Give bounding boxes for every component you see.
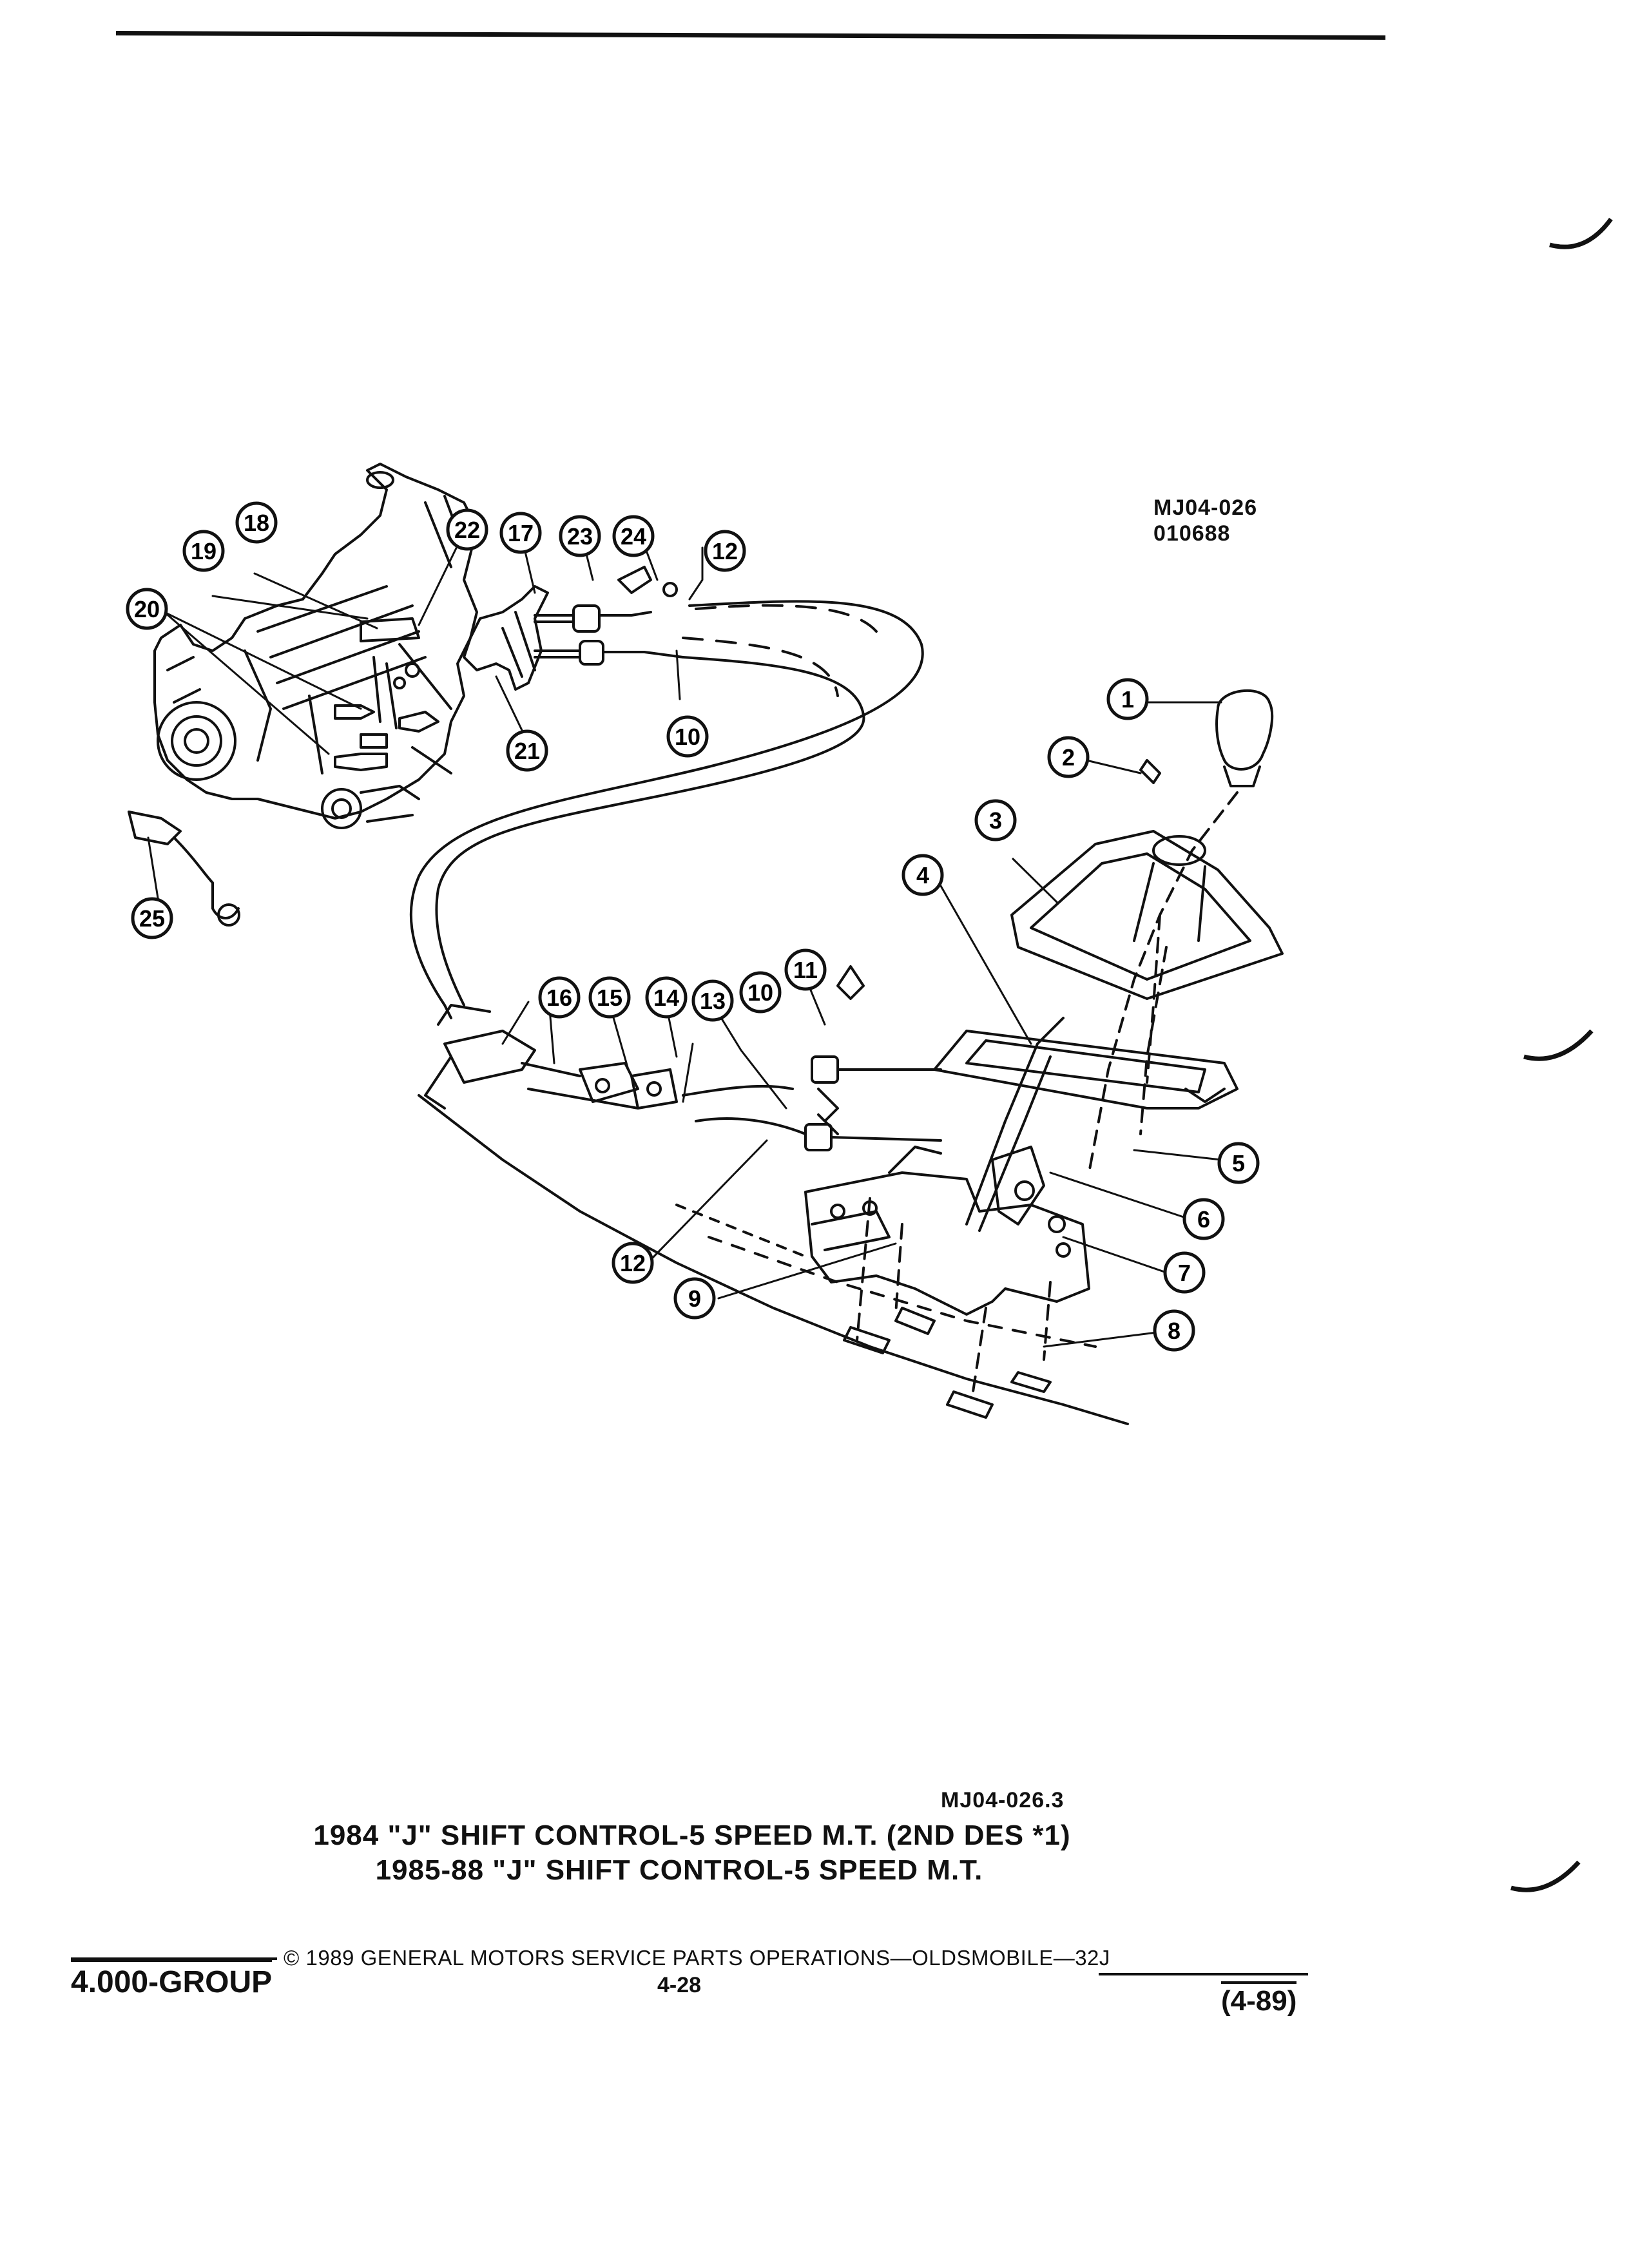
- callout-leaders: [147, 527, 1222, 1348]
- callout-12: 12: [704, 530, 746, 572]
- harness-connector: [128, 811, 240, 927]
- callout-label: 17: [508, 520, 534, 546]
- callout-label: 22: [454, 517, 480, 543]
- callout-4: 4: [901, 854, 944, 896]
- callout-label: 11: [793, 957, 818, 983]
- callout-16: 16: [538, 976, 581, 1019]
- shifter-base: [804, 1017, 1090, 1316]
- callout-label: 12: [620, 1250, 646, 1276]
- caption-code: MJ04-026.3: [941, 1788, 1065, 1812]
- callout-11: 11: [784, 948, 827, 991]
- callout-label: 14: [653, 985, 679, 1011]
- caption-line-2: 1985-88 "J" SHIFT CONTROL-5 SPEED M.T.: [375, 1854, 983, 1886]
- shift-boot: [1010, 830, 1284, 1000]
- upper-cable-ends: [534, 566, 684, 666]
- callout-20: 20: [126, 588, 168, 630]
- callout-label: 25: [139, 905, 165, 932]
- callout-21: 21: [506, 729, 548, 772]
- callout-17: 17: [499, 512, 542, 554]
- transmission-assembly: [153, 463, 478, 829]
- callout-10: 10: [739, 971, 782, 1014]
- callout-9: 9: [673, 1277, 716, 1320]
- callout-22: 22: [446, 508, 488, 551]
- callout-23: 23: [559, 515, 601, 557]
- callout-label: 1: [1121, 686, 1134, 713]
- caption-title: 1984 "J" SHIFT CONTROL-5 SPEED M.T. (2ND…: [0, 1818, 1629, 1888]
- callout-15: 15: [588, 976, 631, 1019]
- page-number: 4-28: [657, 1973, 702, 1997]
- binder-mark-top: [1549, 217, 1613, 249]
- group-label: 4.000-GROUP: [71, 1959, 273, 2000]
- caption-line-1: 1984 "J" SHIFT CONTROL-5 SPEED M.T. (2ND…: [313, 1820, 1071, 1851]
- callout-label: 23: [567, 523, 593, 550]
- page-date: (4-89): [1221, 1981, 1297, 2017]
- callout-2: 2: [1047, 736, 1090, 778]
- callout-8: 8: [1153, 1309, 1195, 1352]
- callout-label: 10: [747, 979, 773, 1006]
- diagram-ref-number: 010688: [1153, 521, 1231, 546]
- binder-mark-bottom: [1510, 1860, 1581, 1892]
- callout-label: 4: [916, 862, 929, 889]
- callout-label: 21: [514, 738, 540, 764]
- callout-label: 18: [244, 510, 269, 536]
- callout-label: 20: [134, 596, 160, 622]
- callout-label: 19: [191, 538, 217, 564]
- callout-label: 12: [712, 538, 738, 564]
- callout-label: 2: [1062, 744, 1075, 771]
- callout-13: 13: [691, 979, 734, 1022]
- lower-bracket: [424, 965, 942, 1151]
- shift-boot-retainer: [933, 1030, 1239, 1110]
- binder-mark-middle: [1523, 1029, 1594, 1061]
- callout-5: 5: [1217, 1142, 1260, 1184]
- callout-1: 1: [1106, 678, 1149, 720]
- callout-3: 3: [974, 799, 1017, 841]
- callout-label: 10: [675, 724, 700, 750]
- footer-rule-right: [1099, 1973, 1308, 1975]
- transmission-shift-linkage: [334, 585, 549, 771]
- callout-7: 7: [1163, 1251, 1206, 1294]
- callout-label: 13: [700, 988, 726, 1014]
- callout-label: 16: [546, 985, 572, 1011]
- callout-label: 5: [1232, 1150, 1245, 1177]
- callout-label: 7: [1178, 1260, 1191, 1286]
- callout-label: 3: [989, 807, 1002, 834]
- shift-cables: [409, 600, 924, 1019]
- callout-label: 24: [621, 523, 646, 550]
- callout-label: 8: [1168, 1318, 1181, 1344]
- footer-copyright: © 1989 GENERAL MOTORS SERVICE PARTS OPER…: [284, 1946, 1110, 1970]
- callout-label: 9: [688, 1285, 701, 1312]
- diagram-ref-code: MJ04-026: [1153, 495, 1258, 520]
- callout-18: 18: [235, 501, 278, 544]
- floor-pan: [418, 1094, 1129, 1425]
- shift-knob: [1139, 689, 1274, 787]
- callout-19: 19: [182, 530, 225, 572]
- callout-label: 15: [597, 985, 622, 1011]
- callout-25: 25: [131, 897, 173, 939]
- callout-label: 6: [1197, 1206, 1210, 1233]
- callout-24: 24: [612, 515, 655, 557]
- assembly-leaders: [856, 791, 1239, 1393]
- callout-6: 6: [1182, 1198, 1225, 1240]
- callout-10: 10: [666, 715, 709, 758]
- callout-14: 14: [645, 976, 688, 1019]
- callout-12: 12: [612, 1242, 654, 1284]
- diagram-reference: MJ04-026 010688: [1153, 495, 1257, 546]
- knob-nut: [1139, 759, 1161, 784]
